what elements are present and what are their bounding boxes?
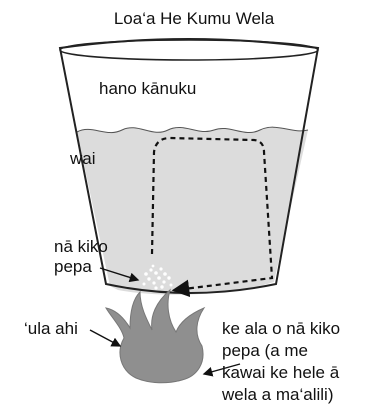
label-path-line4: wela a ma‘alili) (221, 385, 333, 404)
pepper-flakes (142, 264, 173, 290)
label-path-line3: kawai ke hele ā (222, 363, 340, 382)
label-flame: ‘ula ahi (24, 319, 78, 338)
label-air-space: hano kānuku (99, 79, 196, 98)
diagram-title: Loa‘a He Kumu Wela (114, 9, 275, 28)
label-path-line2: pepa (a me (222, 341, 308, 360)
path-leader-arrow (202, 363, 241, 377)
label-water: wai (69, 149, 96, 168)
beaker-rim (59, 39, 319, 61)
water-body (77, 127, 308, 295)
pepper-path-dashed-arrow (150, 136, 274, 298)
label-path-line1: ke ala o nā kiko (222, 319, 340, 338)
pepper-leader-arrow (99, 267, 140, 283)
flame-leader-arrow (89, 329, 122, 347)
label-pepper-line2: pepa (54, 257, 92, 276)
flame (104, 288, 206, 384)
water-surface (76, 126, 309, 134)
label-pepper-line1: nā kiko (54, 237, 108, 256)
